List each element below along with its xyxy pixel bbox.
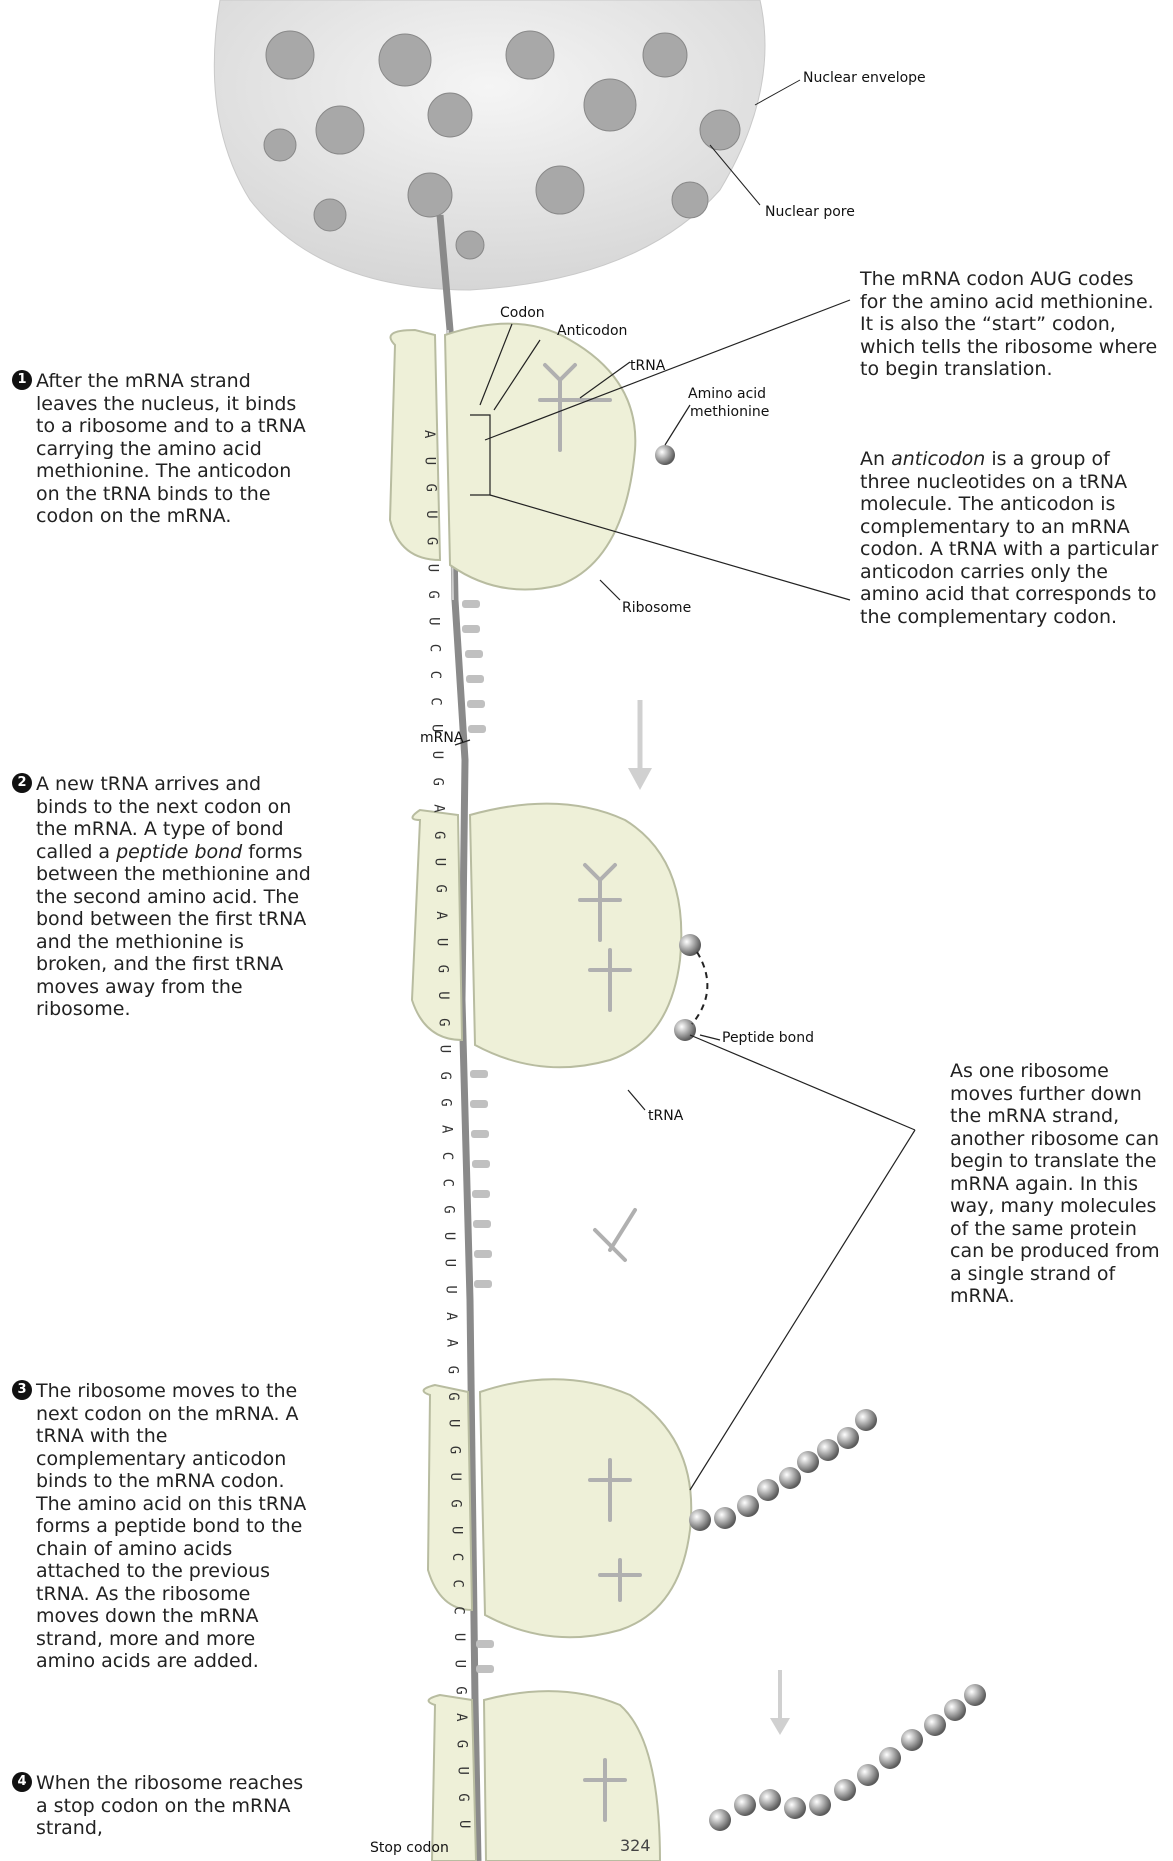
mrna-base: A bbox=[453, 1713, 469, 1722]
mrna-base: U bbox=[451, 1633, 467, 1641]
step-1: 1 After the mRNA strand leaves the nucle… bbox=[12, 370, 312, 528]
step-2: 2 A new tRNA arrives and binds to the ne… bbox=[12, 773, 312, 1021]
mrna-base: U bbox=[434, 938, 450, 946]
mrna-base: G bbox=[422, 484, 438, 492]
step-3-text: The ribosome moves to the next codon on … bbox=[36, 1380, 312, 1673]
ribosome-2 bbox=[412, 804, 681, 1068]
step-4-text: When the ribosome reaches a stop codon o… bbox=[36, 1772, 312, 1840]
anticodon-label: Anticodon bbox=[557, 323, 627, 339]
peptide-bond-label: Peptide bond bbox=[722, 1030, 814, 1046]
nuclear-envelope-label: Nuclear envelope bbox=[803, 70, 926, 86]
mrna-base: A bbox=[430, 804, 446, 813]
start-codon-note: The mRNA codon AUG codes for the amino a… bbox=[860, 268, 1160, 381]
codon-label: Codon bbox=[500, 305, 545, 321]
mrna-base: G bbox=[437, 1072, 453, 1080]
step-number: 4 bbox=[12, 1772, 32, 1792]
mrna-base: G bbox=[425, 590, 441, 598]
mrna-base: C bbox=[428, 697, 444, 705]
mrna-base: C bbox=[427, 671, 443, 679]
many-ribosomes-note: As one ribosome moves further down the m… bbox=[950, 1060, 1165, 1308]
mrna-base: A bbox=[444, 1339, 460, 1348]
peptide-bond-dash bbox=[692, 952, 707, 1024]
mrna-base: G bbox=[438, 1098, 454, 1106]
mrna-base: A bbox=[443, 1312, 459, 1321]
step-number: 2 bbox=[12, 773, 32, 793]
mrna-base: G bbox=[445, 1392, 461, 1400]
mrna-base: G bbox=[454, 1740, 470, 1748]
mrna-base: U bbox=[452, 1660, 468, 1668]
mrna-base: G bbox=[431, 831, 447, 839]
mrna-base: U bbox=[435, 991, 451, 999]
amino-acid-bead bbox=[674, 1019, 696, 1041]
mrna-base: C bbox=[450, 1579, 466, 1587]
methionine-bead bbox=[655, 445, 675, 465]
mrna-base: G bbox=[432, 884, 448, 892]
mrna-base: G bbox=[455, 1793, 471, 1801]
mrna-base: A bbox=[433, 911, 449, 920]
trna-label: tRNA bbox=[630, 358, 665, 374]
mrna-base: U bbox=[456, 1820, 472, 1828]
step-3: 3 The ribosome moves to the next codon o… bbox=[12, 1380, 312, 1673]
mrna-base: G bbox=[436, 1018, 452, 1026]
step-number: 3 bbox=[12, 1380, 32, 1400]
step-1-text: After the mRNA strand leaves the nucleus… bbox=[36, 370, 312, 528]
mrna-base: C bbox=[439, 1152, 455, 1160]
peptide-chain-1 bbox=[689, 1409, 877, 1531]
anticodon-note: An anticodon is a group of three nucleot… bbox=[860, 448, 1160, 628]
mrna-base: U bbox=[441, 1232, 457, 1240]
mrna-base: G bbox=[446, 1446, 462, 1454]
mrna-base: C bbox=[450, 1606, 466, 1614]
mrna-base: U bbox=[423, 510, 439, 518]
mrna-base: C bbox=[449, 1553, 465, 1561]
ribosome-label: Ribosome bbox=[622, 600, 691, 616]
mrna-base: C bbox=[426, 644, 442, 652]
mrna-base: C bbox=[440, 1179, 456, 1187]
mrna-base: U bbox=[446, 1419, 462, 1427]
trna-label-2: tRNA bbox=[648, 1108, 683, 1124]
nuclear-pore-label: Nuclear pore bbox=[765, 204, 855, 220]
mrna-base: U bbox=[436, 1045, 452, 1053]
mrna-base: G bbox=[452, 1686, 468, 1694]
mrna-base: U bbox=[429, 751, 445, 759]
step-4: 4 When the ribosome reaches a stop codon… bbox=[12, 1772, 312, 1840]
mrna-base: G bbox=[434, 965, 450, 973]
mrna-base: U bbox=[448, 1526, 464, 1534]
page-number: 324 bbox=[620, 1836, 651, 1855]
mrna-base: U bbox=[442, 1259, 458, 1267]
mrna-base: G bbox=[440, 1205, 456, 1213]
peptide-chain-2 bbox=[709, 1684, 986, 1831]
stop-codon-label: Stop codon bbox=[370, 1840, 449, 1856]
mrna-base: U bbox=[422, 457, 438, 465]
ribosome-3 bbox=[424, 1379, 692, 1637]
mrna-base: G bbox=[430, 778, 446, 786]
mrna-base: U bbox=[447, 1473, 463, 1481]
mrna-base: G bbox=[448, 1499, 464, 1507]
mrna-base: U bbox=[432, 858, 448, 866]
mrna-base: A bbox=[421, 430, 437, 439]
mrna-base: U bbox=[426, 617, 442, 625]
mrna-base: G bbox=[424, 537, 440, 545]
mrna-base: U bbox=[454, 1767, 470, 1775]
mrna-base: A bbox=[438, 1125, 454, 1134]
methionine-label: methionine bbox=[690, 404, 769, 420]
mrna-base: G bbox=[444, 1366, 460, 1374]
step-2-text: A new tRNA arrives and binds to the next… bbox=[36, 773, 312, 1021]
mrna-base: U bbox=[442, 1285, 458, 1293]
amino-acid-label: Amino acid bbox=[688, 386, 766, 402]
step-number: 1 bbox=[12, 370, 32, 390]
mrna-label: mRNA bbox=[420, 730, 463, 746]
mrna-base: U bbox=[424, 564, 440, 572]
